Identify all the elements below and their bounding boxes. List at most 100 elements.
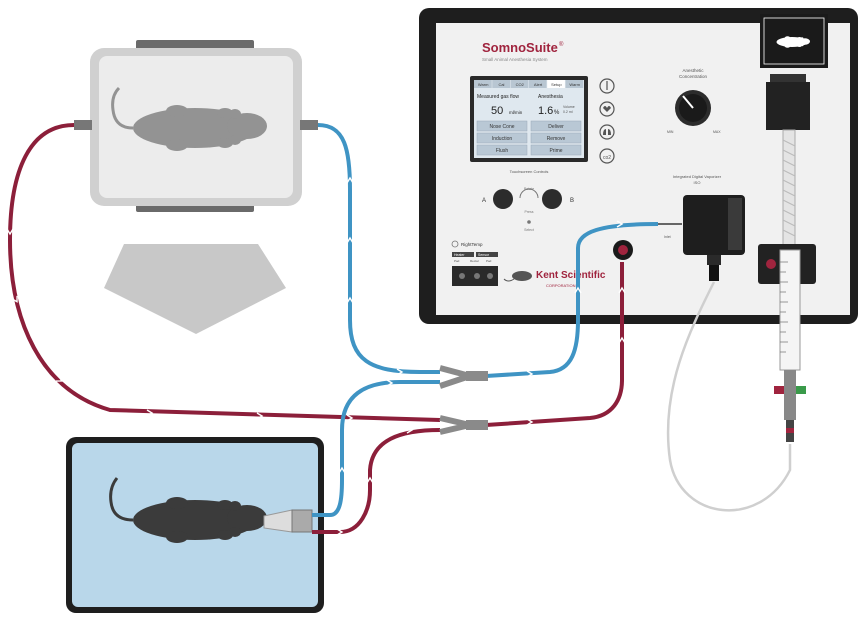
flow-chevron — [346, 176, 354, 184]
output-port[interactable] — [613, 240, 633, 260]
syringe-clamp-top — [766, 82, 810, 130]
flow-chevron — [55, 375, 63, 382]
flow-chevron — [406, 426, 414, 434]
svg-text:Induction: Induction — [492, 136, 513, 142]
encoder-label: Touchscreen Controls — [510, 169, 549, 174]
anesthesia-unit: % — [554, 110, 560, 116]
brand-reg: ® — [559, 41, 564, 48]
anesthesia-sub-1: Volume — [563, 105, 575, 109]
tube-red-induction — [7, 123, 441, 422]
vaporizer-label: Integrated Digital Vaporizer — [673, 174, 722, 179]
knob-min: MIN — [667, 130, 674, 134]
righttemp-sub-2: Rectal — [470, 259, 479, 263]
vaporizer-icon — [683, 195, 745, 281]
screen-button-flush[interactable]: Flush — [476, 144, 528, 156]
status-icons: co2 — [599, 78, 615, 164]
righttemp-label: RightTemp — [461, 242, 483, 247]
flow-label: Measured gas flow — [477, 94, 519, 100]
clamp-knob[interactable] — [766, 259, 776, 269]
righttemp-col-2: Sensor — [478, 253, 490, 257]
co2-icon — [599, 148, 615, 164]
encoder-a[interactable] — [493, 189, 513, 209]
tube-red-port — [485, 262, 624, 427]
anesthesia-sub-2: 0.2 ml — [563, 110, 573, 114]
flow-chevron — [346, 414, 354, 422]
flow-chevron — [6, 228, 14, 236]
flow-chevron — [146, 409, 154, 417]
encoder-b-label: B — [570, 198, 574, 204]
syringe-plunger — [782, 129, 796, 251]
screen-tab-4[interactable]: Setup — [547, 80, 565, 88]
flow-chevron — [616, 220, 624, 228]
heart-icon — [599, 101, 615, 117]
svg-text:Cal: Cal — [498, 82, 504, 87]
flow-chevron — [618, 286, 626, 294]
flow-chevron — [574, 286, 582, 294]
svg-text:Nose Cone: Nose Cone — [489, 124, 514, 130]
svg-text:Setup: Setup — [551, 82, 562, 87]
knob-title-1: Anesthetic — [682, 68, 704, 73]
screen-button-nose-cone[interactable]: Nose Cone — [476, 120, 528, 132]
svg-text:CO2: CO2 — [516, 82, 525, 87]
screen-button-induction[interactable]: Induction — [476, 132, 528, 144]
righttemp-col-1-bg — [452, 252, 474, 257]
rotate-arc-icon — [519, 188, 539, 199]
svg-text:co2: co2 — [603, 155, 611, 161]
select-label: Select — [524, 228, 534, 232]
lungs-icon — [599, 124, 615, 140]
screen-button-remove[interactable]: Remove — [530, 132, 582, 144]
righttemp-col-1: Heater — [454, 253, 465, 257]
knob-max: MAX — [713, 130, 721, 134]
screen-button-prime[interactable]: Prime — [530, 144, 582, 156]
tube-red-nosecone — [312, 428, 441, 534]
flow-chevron — [618, 336, 626, 344]
righttemp-icon — [451, 240, 459, 248]
anesthesia-label: Anesthesia — [538, 94, 563, 100]
somnosuite-device: SomnoSuite ® Small Animal Anesthesia Sys… — [419, 8, 858, 324]
tube-blue-vaporizer — [485, 222, 659, 378]
vaporizer-sub: ISO — [694, 180, 701, 185]
encoder-a-label: A — [482, 198, 486, 204]
screen-tab-1[interactable]: Cal — [492, 80, 510, 88]
screen-tab-5[interactable]: Warm — [565, 80, 584, 88]
flow-chevron — [526, 418, 534, 426]
flow-chevron — [256, 412, 264, 420]
righttemp-col-2-bg — [476, 252, 498, 257]
screen-button-deliver[interactable]: Deliver — [530, 120, 582, 132]
svg-text:Warm: Warm — [478, 82, 489, 87]
screen-tab-3[interactable]: Alert — [528, 80, 547, 88]
svg-text:Remove: Remove — [547, 136, 566, 142]
flow-chevron — [526, 370, 534, 378]
down-arrow-icon — [104, 244, 286, 334]
y-connector-red-icon — [439, 415, 488, 435]
tubing — [6, 123, 659, 536]
tube-blue-induction — [317, 123, 440, 374]
flow-chevron — [338, 466, 346, 474]
flow-chevron — [346, 296, 354, 304]
flow-chevron — [366, 476, 374, 484]
syringe-pump — [758, 14, 828, 442]
svg-text:Prime: Prime — [549, 148, 562, 154]
knob-title-2: Concentration — [679, 74, 708, 79]
righttemp-sub-1: Pad — [454, 259, 460, 263]
svg-text:Alert: Alert — [534, 82, 543, 87]
flow-chevron — [396, 368, 404, 376]
press-dot-icon — [527, 220, 531, 224]
brand-title: SomnoSuite — [482, 40, 558, 55]
induction-chamber-icon — [74, 40, 318, 212]
flow-unit: ml/min — [509, 110, 523, 115]
concentration-knob[interactable] — [675, 90, 711, 126]
inlet-label: Inlet — [664, 235, 671, 239]
righttemp-sub-3: Pad — [486, 259, 492, 263]
flow-chevrons — [6, 176, 626, 536]
svg-text:Flush: Flush — [496, 148, 508, 154]
press-label: Press — [525, 210, 534, 214]
encoder-b[interactable] — [542, 189, 562, 209]
agent-tubing — [666, 281, 792, 512]
screen-tab-2[interactable]: CO2 — [510, 80, 529, 88]
screen-tab-0[interactable]: Warm — [474, 80, 492, 88]
flow-value: 50 — [491, 105, 503, 117]
